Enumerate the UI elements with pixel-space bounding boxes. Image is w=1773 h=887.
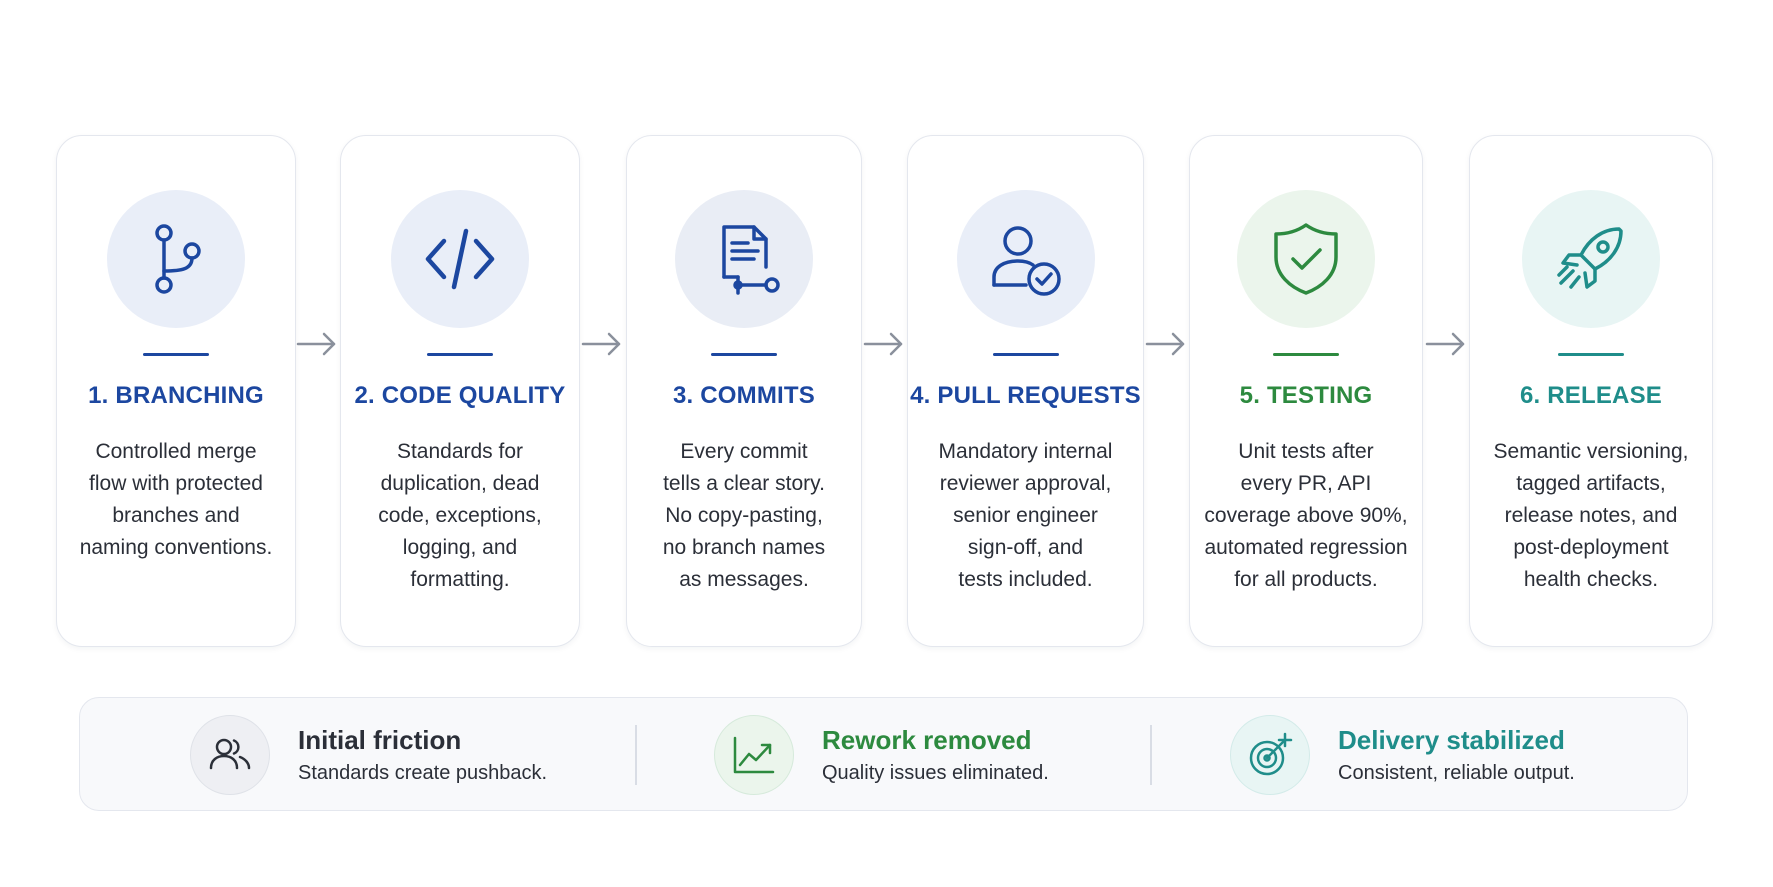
icon-circle	[391, 190, 529, 328]
step-title: 3. COMMITS	[672, 382, 815, 409]
divider	[635, 725, 637, 785]
title-rule	[1558, 353, 1624, 356]
step-title: 6. RELEASE	[1519, 382, 1663, 409]
title-rule	[711, 353, 777, 356]
step-title: 5. TESTING	[1239, 382, 1373, 409]
title-rule	[427, 353, 493, 356]
step-card-release: 6. RELEASE Semantic versioning, tagged a…	[1469, 135, 1713, 647]
icon-circle	[1237, 190, 1375, 328]
icon-circle	[1522, 190, 1660, 328]
code-brackets-icon	[425, 228, 495, 290]
outcome-description: Quality issues eliminated.	[822, 762, 1049, 784]
outcome-title: Initial friction	[298, 725, 462, 755]
step-description: Every commit tells a clear story. No cop…	[662, 440, 826, 591]
title-rule	[1273, 353, 1339, 356]
step-description: Semantic versioning, tagged artifacts, r…	[1493, 440, 1689, 591]
outcome-title: Delivery stabilized	[1338, 725, 1565, 755]
step-card-pull-requests: 4. PULL REQUESTS Mandatory internal revi…	[907, 135, 1144, 647]
icon-circle	[956, 190, 1095, 328]
arrow-right-icon	[1145, 332, 1185, 356]
step-card-branching: 1. BRANCHING Controlled merge flow with …	[56, 135, 296, 647]
outcome-description: Consistent, reliable output.	[1338, 762, 1575, 784]
divider	[1150, 725, 1152, 785]
arrow-right-icon	[863, 332, 903, 356]
step-card-testing: 5. TESTING Unit tests after every PR, AP…	[1189, 135, 1423, 647]
git-branch-icon	[155, 224, 201, 294]
icon-circle	[675, 190, 813, 328]
step-description: Standards for duplication, dead code, ex…	[378, 440, 542, 591]
title-rule	[992, 353, 1059, 356]
target-icon	[1249, 732, 1293, 776]
step-card-code-quality: 2. CODE QUALITY Standards for duplicatio…	[340, 135, 580, 647]
outcome-title: Rework removed	[822, 725, 1032, 755]
trending-up-icon	[733, 736, 775, 774]
rocket-icon	[1557, 227, 1623, 289]
outcome-description: Standards create pushback.	[298, 762, 548, 784]
step-card-commits: 3. COMMITS Every commit tells a clear st…	[626, 135, 862, 647]
arrow-right-icon	[296, 332, 336, 356]
icon-circle	[190, 715, 270, 795]
title-rule	[143, 353, 209, 356]
step-description: Mandatory internal reviewer approval, se…	[938, 440, 1113, 591]
shield-check-icon	[1274, 223, 1338, 295]
outcomes-bar: Initial friction Standards create pushba…	[79, 697, 1688, 811]
icon-circle	[107, 190, 245, 328]
user-check-icon	[991, 226, 1061, 296]
arrow-right-icon	[581, 332, 621, 356]
step-description: Controlled merge flow with protected bra…	[79, 440, 273, 559]
step-description: Unit tests after every PR, API coverage …	[1204, 440, 1408, 591]
commit-document-icon	[722, 225, 780, 295]
step-title: 2. CODE QUALITY	[354, 382, 566, 409]
users-icon	[209, 738, 251, 770]
step-title: 1. BRANCHING	[88, 382, 264, 409]
step-title: 4. PULL REQUESTS	[910, 382, 1141, 409]
icon-circle	[1230, 715, 1310, 795]
icon-circle	[714, 715, 794, 795]
arrow-right-icon	[1425, 332, 1465, 356]
